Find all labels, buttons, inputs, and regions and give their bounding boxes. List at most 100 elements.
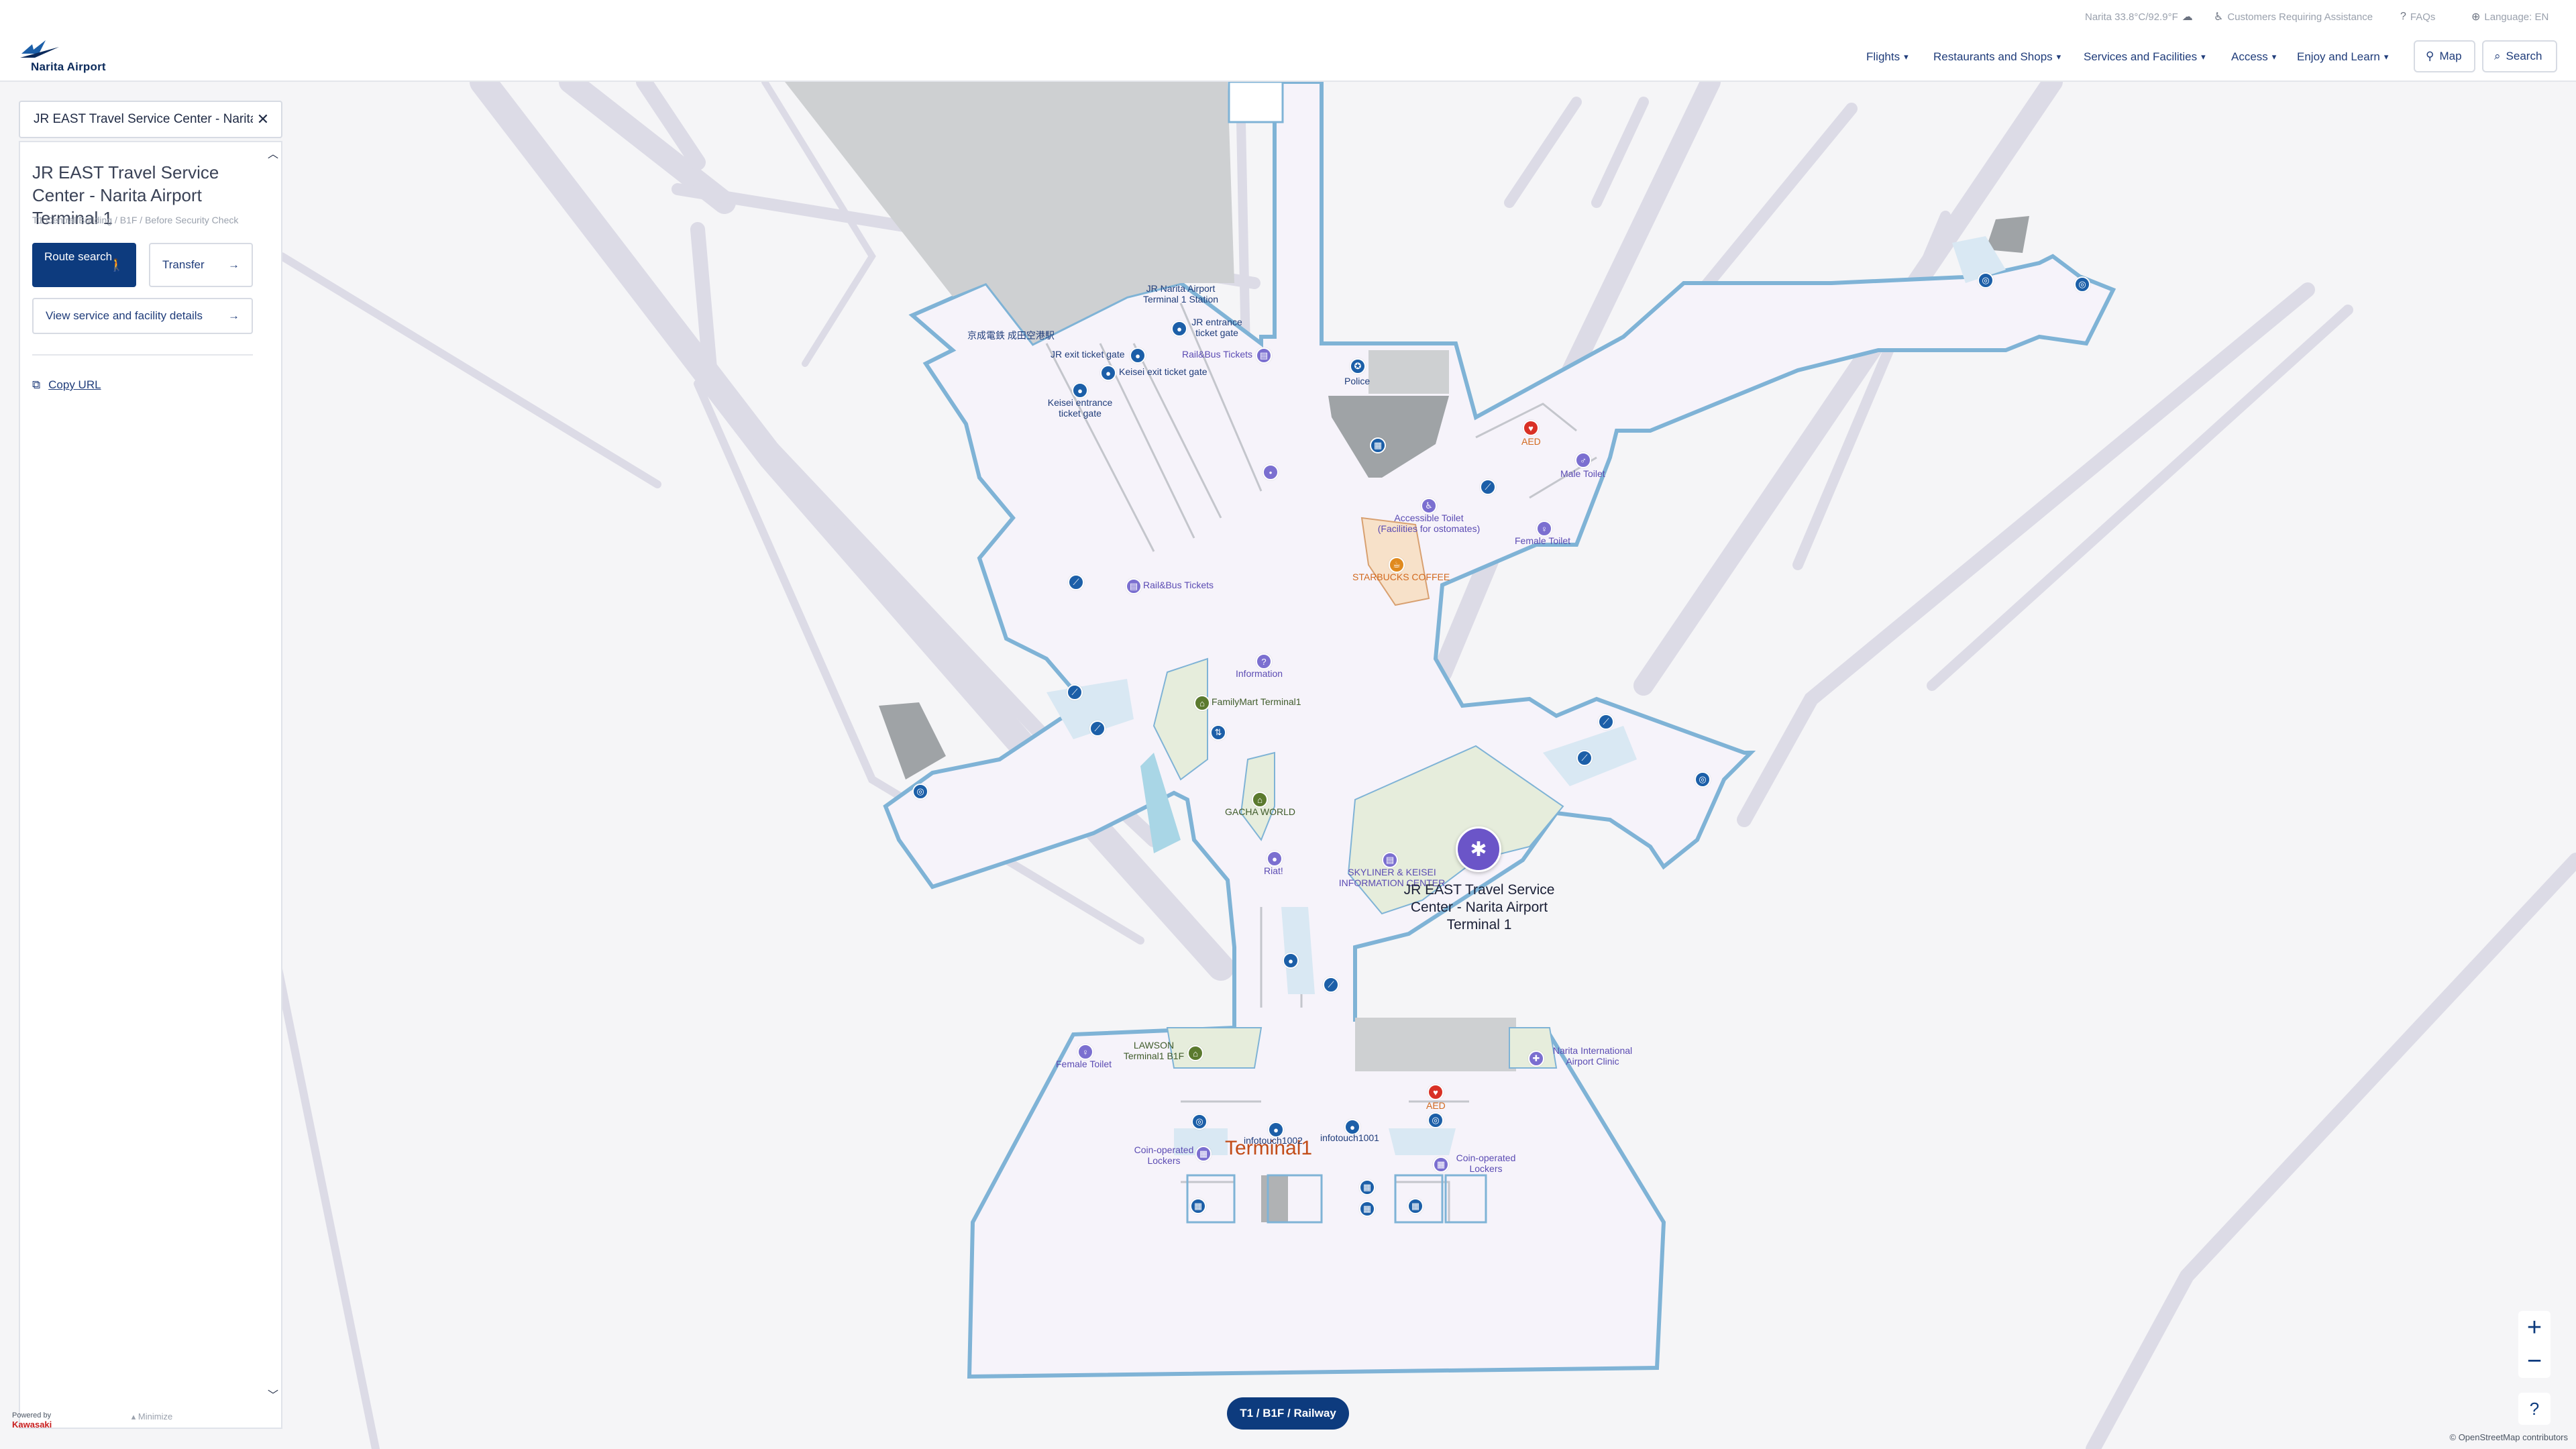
locker-icon[interactable]: ▦: [1370, 437, 1386, 453]
shop-icon[interactable]: ⌂: [1252, 792, 1268, 808]
police-icon[interactable]: ✪: [1350, 358, 1366, 374]
riat-label[interactable]: Riat!: [1264, 865, 1283, 876]
assistance-link[interactable]: ♿ Customers Requiring Assistance: [2214, 8, 2373, 25]
gate-icon[interactable]: ●: [1171, 321, 1187, 337]
zoom-in-icon[interactable]: +: [2526, 1313, 2542, 1342]
locker-icon[interactable]: ▦: [1359, 1201, 1375, 1217]
cafe-icon[interactable]: ☕: [1389, 557, 1405, 573]
floor-map[interactable]: 京成電鉄 成田空港駅 JR Narita Airport Terminal 1 …: [0, 82, 2576, 1449]
female-toilet-icon[interactable]: ♀: [1077, 1044, 1093, 1060]
selected-location-label[interactable]: JR EAST Travel Service Center - Narita A…: [1403, 882, 1555, 932]
close-icon[interactable]: ✕: [256, 111, 270, 127]
toilet-icon[interactable]: ◎: [2074, 276, 2090, 292]
infotouch1001-label[interactable]: infotouch1001: [1320, 1132, 1379, 1143]
escalator-icon[interactable]: ⟋: [1598, 714, 1614, 730]
aed-icon[interactable]: ♥: [1523, 420, 1539, 436]
aed-icon[interactable]: ♥: [1428, 1084, 1444, 1100]
female-toilet-label-2[interactable]: Female Toilet: [1056, 1059, 1112, 1069]
clinic-label[interactable]: Narita International Airport Clinic: [1552, 1045, 1633, 1067]
coin-lockers-label-1[interactable]: Coin-operated Lockers: [1134, 1144, 1194, 1166]
jr-exit-gate-label[interactable]: JR exit ticket gate: [1051, 349, 1125, 360]
map-canvas[interactable]: [0, 82, 2576, 1449]
escalator-icon[interactable]: ⟋: [1067, 684, 1083, 700]
map-attribution[interactable]: © OpenStreetMap contributors: [2449, 1432, 2569, 1442]
toilet-icon[interactable]: ◎: [1191, 1114, 1208, 1130]
copy-url-link[interactable]: ⧉ Copy URL: [32, 378, 101, 392]
escalator-icon[interactable]: ⟋: [1089, 720, 1106, 737]
location-search-input[interactable]: [34, 112, 253, 127]
escalator-icon[interactable]: ⟋: [1323, 977, 1339, 993]
aed-label-2[interactable]: AED: [1426, 1100, 1446, 1111]
escalator-icon[interactable]: ⟋: [1576, 750, 1593, 766]
familymart-label[interactable]: FamilyMart Terminal1: [1212, 696, 1301, 707]
chevron-down-icon[interactable]: ﹀: [267, 1390, 278, 1401]
skyliner-info-label[interactable]: SKYLINER & KEISEI INFORMATION CENTER: [1338, 867, 1446, 888]
narita-airport-logo[interactable]: Narita Airport: [19, 38, 113, 73]
map-button[interactable]: ⚲ Map: [2414, 40, 2475, 72]
female-toilet-label-1[interactable]: Female Toilet: [1515, 535, 1571, 546]
infotouch-icon[interactable]: ●: [1268, 1122, 1284, 1138]
jr-entrance-gate-label[interactable]: JR entrance ticket gate: [1191, 317, 1242, 338]
accessible-toilet-icon[interactable]: ♿: [1421, 498, 1437, 514]
search-button[interactable]: ⌕ Search: [2482, 40, 2557, 72]
clinic-icon[interactable]: ✚: [1528, 1051, 1544, 1067]
coin-lockers-label-2[interactable]: Coin-operated Lockers: [1456, 1152, 1516, 1174]
locker-icon[interactable]: ▦: [1195, 1146, 1212, 1162]
shop-icon[interactable]: ⌂: [1194, 695, 1210, 711]
shop-icon[interactable]: ⌂: [1187, 1045, 1203, 1061]
accessible-toilet-label[interactable]: Accessible Toilet (Facilities for ostoma…: [1377, 513, 1481, 534]
locker-icon[interactable]: ▦: [1359, 1179, 1375, 1195]
gate-icon[interactable]: ●: [1072, 382, 1088, 398]
nav-access[interactable]: Access▾: [2231, 47, 2276, 67]
information-label[interactable]: Information: [1236, 668, 1283, 679]
locker-icon[interactable]: ▦: [1433, 1157, 1449, 1173]
language-selector[interactable]: ⊕ Language: EN: [2471, 8, 2548, 25]
nav-services-facilities[interactable]: Services and Facilities▾: [2084, 47, 2206, 67]
rail-bus-tickets-label-2[interactable]: Rail&Bus Tickets: [1143, 580, 1214, 590]
nav-restaurants-shops[interactable]: Restaurants and Shops▾: [1933, 47, 2061, 67]
information-icon[interactable]: ?: [1256, 653, 1272, 669]
nav-flights[interactable]: Flights▾: [1866, 47, 1909, 67]
toilet-icon[interactable]: ◎: [1695, 771, 1711, 788]
aed-label-1[interactable]: AED: [1521, 436, 1541, 447]
infotouch-icon[interactable]: ●: [1344, 1119, 1360, 1135]
nav-enjoy-learn[interactable]: Enjoy and Learn▾: [2297, 47, 2388, 67]
transfer-button[interactable]: Transfer →: [149, 243, 253, 287]
view-details-button[interactable]: View service and facility details →: [32, 298, 253, 334]
locker-icon[interactable]: ●: [1283, 953, 1299, 969]
gacha-world-label[interactable]: GACHA WORLD: [1225, 806, 1296, 817]
keisei-entrance-gate-label[interactable]: Keisei entrance ticket gate: [1047, 397, 1113, 419]
ticket-icon[interactable]: ▤: [1126, 578, 1142, 594]
locker-icon[interactable]: ▦: [1407, 1198, 1424, 1214]
keisei-exit-gate-label[interactable]: Keisei exit ticket gate: [1119, 366, 1208, 377]
gate-icon[interactable]: ●: [1100, 365, 1116, 381]
starbucks-label[interactable]: STARBUCKS COFFEE: [1352, 572, 1450, 582]
elevator-icon[interactable]: ⇅: [1210, 724, 1226, 741]
gate-icon[interactable]: ●: [1130, 347, 1146, 364]
toilet-icon[interactable]: ◎: [1428, 1112, 1444, 1128]
selected-location-marker[interactable]: ✱: [1456, 826, 1501, 872]
locker-icon[interactable]: ▦: [1190, 1198, 1206, 1214]
ticket-icon[interactable]: ▤: [1256, 347, 1272, 364]
shop-icon[interactable]: ●: [1267, 851, 1283, 867]
route-search-button[interactable]: Route search 🚶: [32, 243, 136, 287]
faqs-link[interactable]: ? FAQs: [2400, 8, 2435, 25]
point-icon[interactable]: •: [1263, 464, 1279, 480]
lawson-label[interactable]: LAWSON Terminal1 B1F: [1123, 1040, 1185, 1061]
male-toilet-label[interactable]: Male Toilet: [1560, 468, 1605, 479]
minimize-panel-button[interactable]: ▴ Minimize: [20, 1411, 284, 1422]
male-toilet-icon[interactable]: ♂: [1575, 452, 1591, 468]
keisei-station-label[interactable]: 京成電鉄 成田空港駅: [967, 330, 1055, 341]
toilet-icon[interactable]: ◎: [912, 784, 928, 800]
infotouch1002-label[interactable]: infotouch1002: [1244, 1135, 1303, 1146]
info-center-icon[interactable]: ▤: [1382, 852, 1398, 868]
female-toilet-icon[interactable]: ♀: [1536, 521, 1552, 537]
escalator-icon[interactable]: ⟋: [1068, 574, 1084, 590]
jr-station-label[interactable]: JR Narita Airport Terminal 1 Station: [1142, 283, 1219, 305]
toilet-icon[interactable]: ◎: [1978, 272, 1994, 288]
police-label[interactable]: Police: [1344, 376, 1371, 386]
rail-bus-tickets-label-1[interactable]: Rail&Bus Tickets: [1182, 349, 1253, 360]
escalator-icon[interactable]: ⟋: [1480, 479, 1496, 495]
chevron-up-icon[interactable]: ︿: [267, 149, 278, 160]
zoom-out-icon[interactable]: −: [2526, 1346, 2542, 1375]
